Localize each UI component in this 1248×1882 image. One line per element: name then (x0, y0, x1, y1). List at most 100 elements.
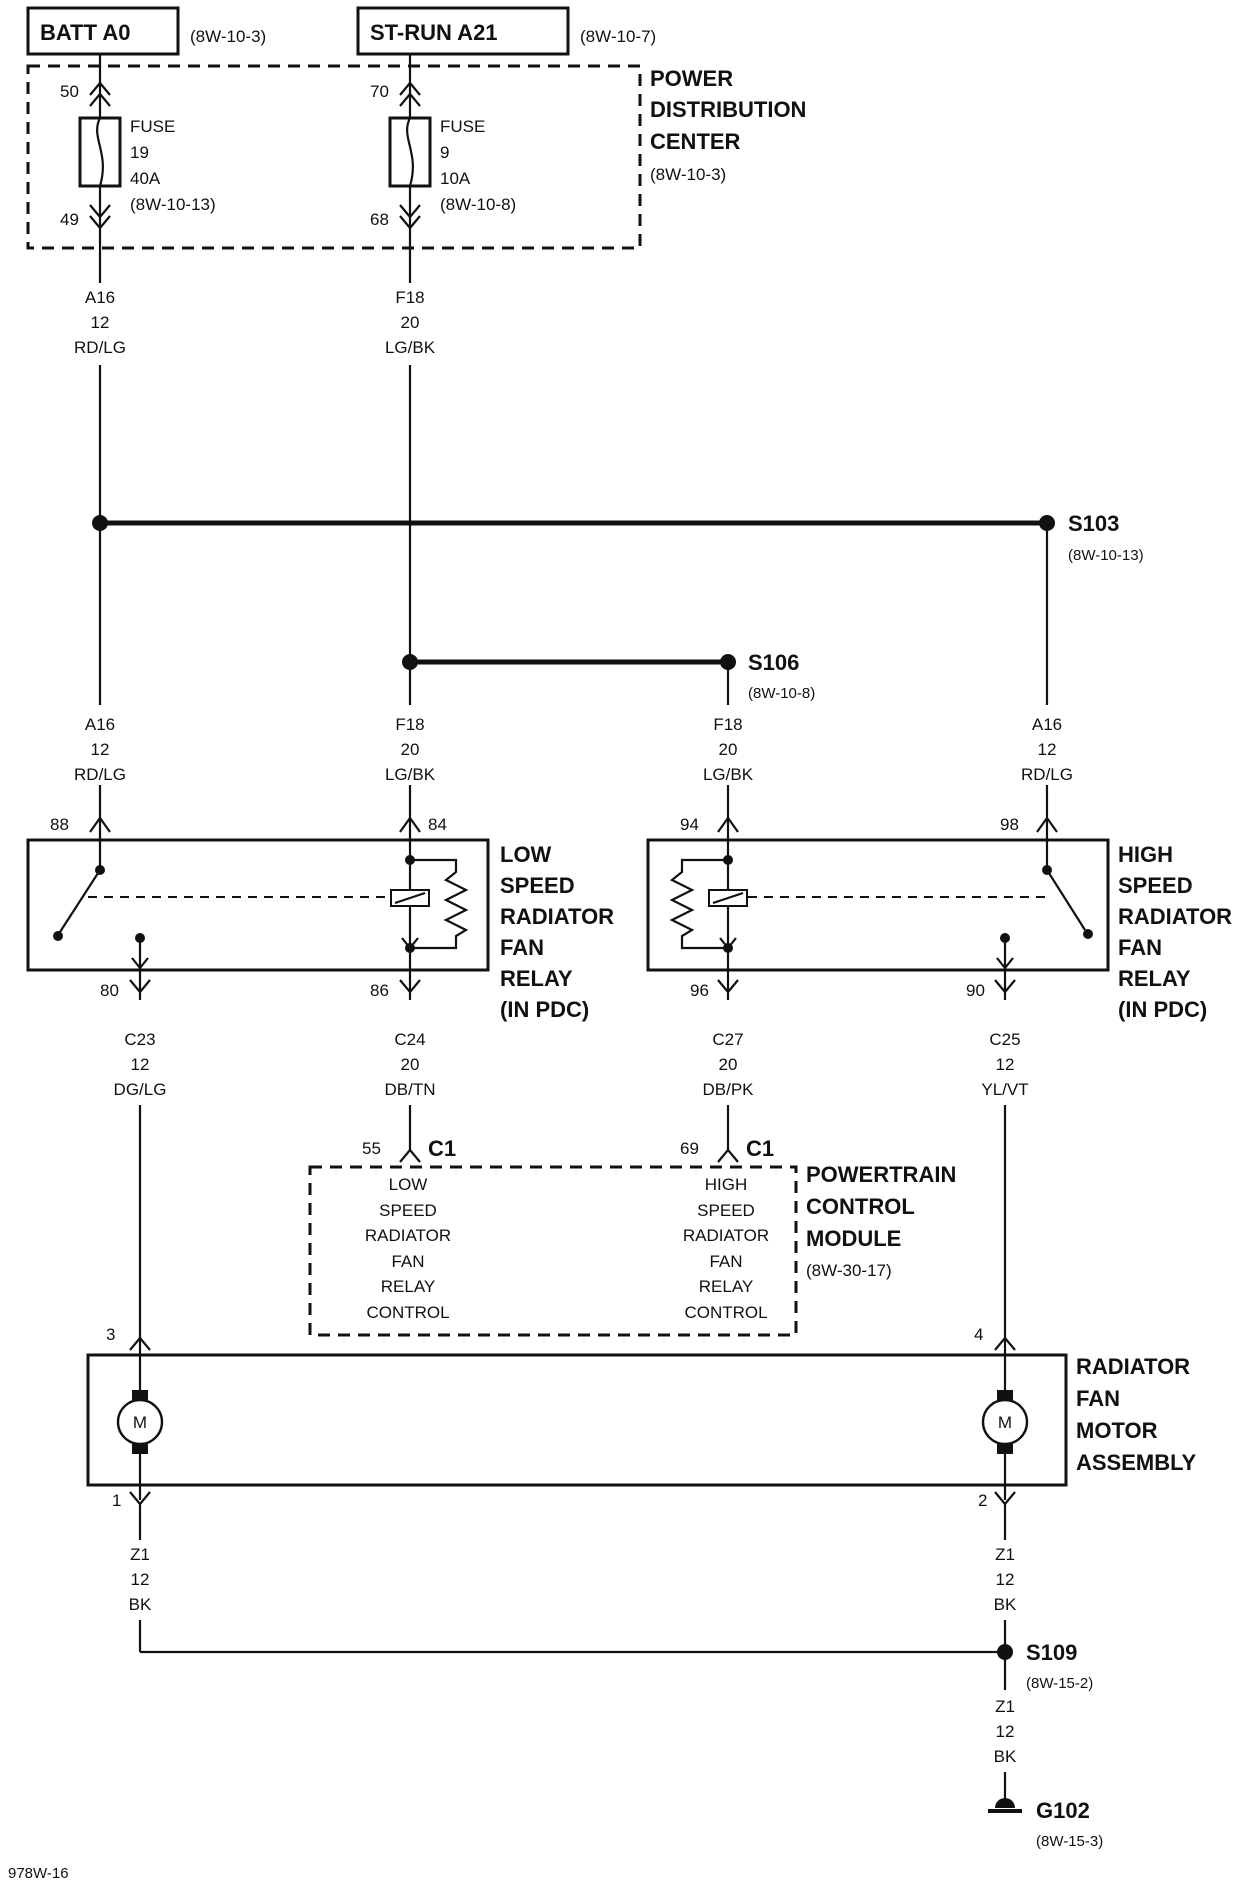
wire-color: LG/BK (385, 765, 436, 784)
source-ref: (8W-10-7) (580, 27, 656, 46)
splice-s106: S106 (8W-10-8) (402, 650, 815, 705)
splice-ref: (8W-10-13) (1068, 547, 1144, 564)
powertrain-control-module: 55 C1 69 C1 LOW SPEED RADIATOR FAN RELAY… (308, 1136, 956, 1337)
pcm-text: SPEED (697, 1201, 755, 1220)
pcm-pin: 55 (362, 1139, 381, 1158)
pcm-text: FAN (391, 1252, 424, 1271)
wire-gauge: 12 (131, 1570, 150, 1589)
wire-f18-mid: F18 20 LG/BK (385, 715, 436, 840)
pcm-title-line: CONTROL (806, 1194, 915, 1219)
pcm-text: CONTROL (366, 1303, 449, 1322)
wire-gauge: 20 (401, 740, 420, 759)
wire-a16-top: A16 12 RD/LG (74, 248, 126, 718)
fuse-19: 50 49 FUSE 19 40A (8W-10-13) (60, 54, 216, 248)
motor-pin: 1 (112, 1491, 121, 1510)
splice-s109: S109 (8W-15-2) (997, 1640, 1093, 1692)
low-speed-relay: 88 84 80 86 LOW SPEED RADIATOR FAN RELAY… (26, 815, 614, 1022)
wire-color: LG/BK (703, 765, 754, 784)
wire-color: LG/BK (385, 338, 436, 357)
wire-gauge: 12 (1038, 740, 1057, 759)
relay-pin: 80 (100, 981, 119, 1000)
relay-title-line: RADIATOR (500, 904, 614, 929)
pcm-text: LOW (389, 1175, 428, 1194)
wire-c23: C23 12 DG/LG (114, 1030, 167, 1338)
relay-title-line: (IN PDC) (500, 997, 589, 1022)
wire-gauge: 12 (131, 1055, 150, 1074)
motor-title-line: RADIATOR (1076, 1354, 1190, 1379)
pcm-ref: (8W-30-17) (806, 1261, 892, 1280)
fuse-text: (8W-10-8) (440, 195, 516, 214)
splice-label: S106 (748, 650, 799, 675)
motor-pin: 3 (106, 1325, 115, 1344)
wire-color: DB/TN (385, 1080, 436, 1099)
wire-gauge: 20 (719, 740, 738, 759)
motor-title-line: FAN (1076, 1386, 1120, 1411)
motor-pin: 4 (974, 1325, 983, 1344)
wire-color: BK (994, 1595, 1017, 1614)
fuse-text: 19 (130, 143, 149, 162)
wire-color: RD/LG (74, 338, 126, 357)
wire-a16-right: A16 12 RD/LG (1005, 705, 1089, 840)
fuse-text: 10A (440, 169, 471, 188)
relay-pin: 90 (966, 981, 985, 1000)
figure-id: 978W-16 (8, 1865, 69, 1882)
wire-code: Z1 (130, 1545, 150, 1564)
pcm-text: RADIATOR (683, 1226, 769, 1245)
wire-gauge: 12 (996, 1570, 1015, 1589)
splice-ref: (8W-10-8) (748, 685, 815, 702)
pdc-ref: (8W-10-3) (650, 165, 726, 184)
relay-title-line: (IN PDC) (1118, 997, 1207, 1022)
relay-title-line: SPEED (500, 873, 575, 898)
relay-pin: 86 (370, 981, 389, 1000)
splice-s103: S103 (8W-10-13) (92, 511, 1144, 718)
pcm-text: RADIATOR (365, 1226, 451, 1245)
wire-color: BK (129, 1595, 152, 1614)
fuse-pin-out: 49 (60, 210, 79, 229)
ground-ref: (8W-15-3) (1036, 1833, 1103, 1850)
wire-z1-left: Z1 12 BK (129, 1504, 1005, 1654)
motor-title-line: MOTOR (1076, 1418, 1158, 1443)
splice-label: S103 (1068, 511, 1119, 536)
batt-a0-source: BATT A0 (8W-10-3) (26, 6, 266, 56)
wire-gauge: 12 (91, 740, 110, 759)
fuse-text: (8W-10-13) (130, 195, 216, 214)
wire-c24: C24 20 DB/TN (385, 1030, 436, 1150)
pdc-title-line: POWER (650, 66, 733, 91)
pcm-connector: C1 (428, 1136, 456, 1161)
wire-code: C23 (124, 1030, 155, 1049)
motor-symbol-text: M (998, 1413, 1012, 1432)
wire-z1-right: Z1 12 BK (994, 1504, 1017, 1652)
ground-label: G102 (1036, 1798, 1090, 1823)
wire-gauge: 12 (91, 313, 110, 332)
pdc-title-line: CENTER (650, 129, 741, 154)
pcm-text: SPEED (379, 1201, 437, 1220)
wire-code: Z1 (995, 1697, 1015, 1716)
pdc-title-line: DISTRIBUTION (650, 97, 806, 122)
wire-color: DG/LG (114, 1080, 167, 1099)
wire-color: RD/LG (74, 765, 126, 784)
motor-symbol-text: M (133, 1413, 147, 1432)
pcm-low-speed-control-label: LOW SPEED RADIATOR FAN RELAY CONTROL (365, 1175, 451, 1322)
relay-pin: 88 (50, 815, 69, 834)
st-run-a21-source: ST-RUN A21 (8W-10-7) (356, 6, 656, 56)
pcm-text: HIGH (705, 1175, 748, 1194)
pcm-title-line: POWERTRAIN (806, 1162, 956, 1187)
wire-gauge: 20 (401, 1055, 420, 1074)
pcm-text: CONTROL (684, 1303, 767, 1322)
fuse-pin-out: 68 (370, 210, 389, 229)
splice-ref: (8W-15-2) (1026, 1675, 1093, 1692)
relay-title-line: RADIATOR (1118, 904, 1232, 929)
pcm-high-speed-control-label: HIGH SPEED RADIATOR FAN RELAY CONTROL (683, 1175, 769, 1322)
wire-code: C27 (712, 1030, 743, 1049)
wire-code: F18 (395, 715, 424, 734)
wire-f18-right: F18 20 LG/BK (703, 715, 754, 840)
motor-pin: 2 (978, 1491, 987, 1510)
pcm-title-line: MODULE (806, 1226, 901, 1251)
relay-pin: 84 (428, 815, 447, 834)
fuse-text: FUSE (130, 117, 175, 136)
ground-g102: G102 (8W-15-3) (988, 1798, 1103, 1850)
pcm-text: RELAY (699, 1277, 754, 1296)
fuse-text: FUSE (440, 117, 485, 136)
fuse-9: 70 68 FUSE 9 10A (8W-10-8) (370, 54, 516, 248)
relay-title-line: HIGH (1118, 842, 1173, 867)
